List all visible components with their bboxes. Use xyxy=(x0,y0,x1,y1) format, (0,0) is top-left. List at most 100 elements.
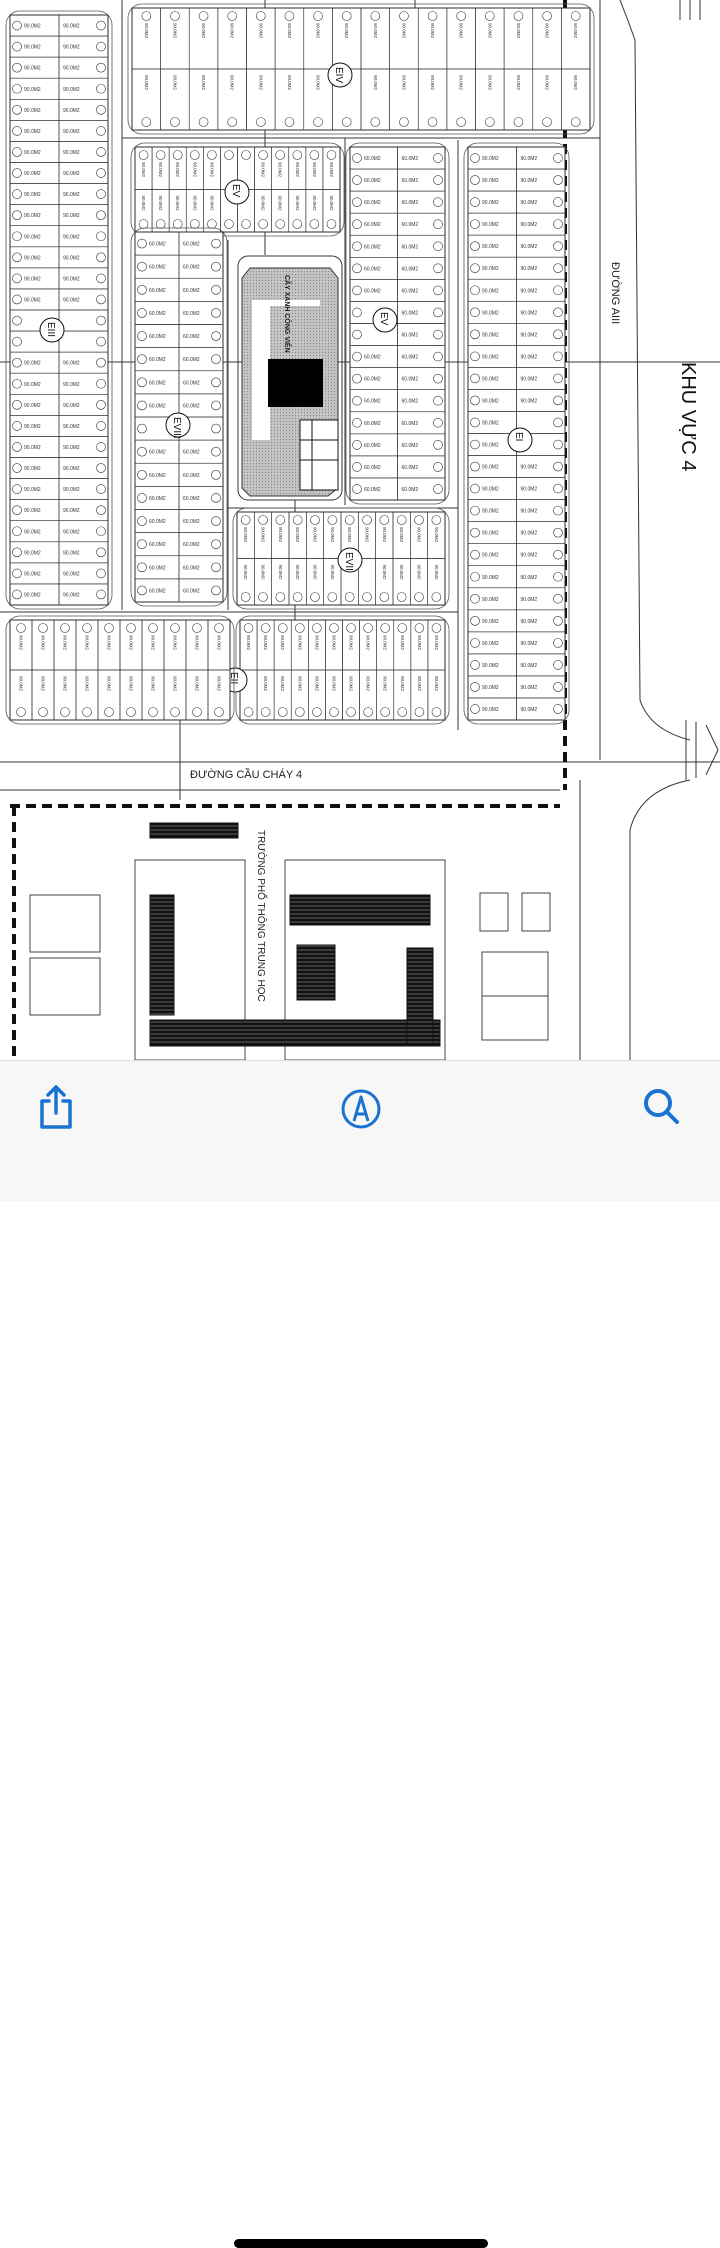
lot[interactable]: 90.0M2 xyxy=(58,583,109,606)
lot[interactable]: 90.0M2 xyxy=(561,68,591,131)
lot[interactable]: 90.0M2 xyxy=(207,669,231,721)
lot-area-label: 90.0M2 xyxy=(482,156,499,162)
lot-area-label: 60.0M2 xyxy=(364,421,381,427)
lot-number-marker xyxy=(470,505,480,516)
home-indicator xyxy=(234,2239,488,2248)
block-eiii[interactable]: 90.0M290.0M290.0M290.0M290.0M290.0M290.0… xyxy=(5,10,113,610)
lot-number-marker xyxy=(553,175,563,185)
lot-area-label: 90.0M2 xyxy=(24,234,41,240)
lot[interactable]: 60.0M2 xyxy=(178,578,224,603)
lot-number-marker xyxy=(96,400,106,410)
lot-area-label: 90.0M2 xyxy=(313,527,318,543)
lot-area-label: 90.0M2 xyxy=(521,288,538,294)
lot-area-label: 90.0M2 xyxy=(430,23,435,39)
lot-area-label: 90.0M2 xyxy=(330,565,335,581)
lot-number-marker xyxy=(470,417,480,428)
lot-number-marker xyxy=(96,568,106,579)
lot-number-marker xyxy=(553,704,563,714)
lot-number-marker xyxy=(137,238,147,249)
lot-area-label: 60.0M2 xyxy=(183,588,200,594)
block-evii[interactable]: 90.0M290.0M290.0M290.0M290.0M290.0M290.0… xyxy=(232,507,450,610)
lot-number-marker xyxy=(16,623,26,633)
lot-area-label: 90.0M2 xyxy=(314,635,319,651)
lot-number-marker xyxy=(148,623,158,633)
lot-area-label: 90.0M2 xyxy=(297,635,302,651)
lot-number-marker xyxy=(12,126,22,136)
lot-number-marker xyxy=(470,285,480,296)
block-evi[interactable]: 90.0M290.0M290.0M290.0M290.0M290.0M290.0… xyxy=(130,142,345,237)
lot[interactable]: 90.0M2 xyxy=(427,558,446,606)
lot-number-marker xyxy=(96,294,106,305)
lot-number-marker xyxy=(370,117,381,127)
lot-area-label: 90.0M2 xyxy=(24,129,41,135)
lot-number-marker xyxy=(227,11,237,21)
lot-number-marker xyxy=(82,707,92,717)
markup-button[interactable] xyxy=(337,1085,385,1133)
share-button[interactable] xyxy=(32,1083,80,1131)
lot-area-label: 60.0M2 xyxy=(183,473,200,479)
school-area[interactable]: TRƯỜNG PHỔ THÔNG TRUNG HỌC xyxy=(29,822,551,1060)
lot-area-label: 90.0M2 xyxy=(24,487,41,493)
lot-number-marker xyxy=(96,336,106,347)
lot-area-label: 90.0M2 xyxy=(313,565,318,581)
site-plan-map[interactable]: 90.0M2 90.0M2 90.0M2 90.0M2 90.0M2 90.0M2 90.0… xyxy=(0,0,720,1060)
block-ev[interactable]: 60.0M260.0M260.0M260.0M260.0M260.0M260.0… xyxy=(345,142,450,505)
lot[interactable]: 90.0M2 xyxy=(516,697,566,721)
lot-number-marker xyxy=(470,263,480,274)
lot-area-label: 90.0M2 xyxy=(344,23,349,39)
lot[interactable]: 60.0M2 xyxy=(397,477,446,501)
lot-number-marker xyxy=(352,440,362,450)
lot-number-marker xyxy=(96,526,106,537)
lot-number-marker xyxy=(352,484,362,494)
lot-area-label: 60.0M2 xyxy=(402,333,419,339)
lot-number-marker xyxy=(211,446,221,457)
lot-number-marker xyxy=(431,592,442,602)
block-eiv[interactable]: 90.0M2 90.0M2 90.0M2 90.0M2 90.0M2 90.0M2 90.0… xyxy=(127,3,595,135)
search-button[interactable] xyxy=(638,1083,686,1131)
lot-number-marker xyxy=(211,539,221,549)
lot-area-label: 90.0M2 xyxy=(243,565,248,581)
lot-number-marker xyxy=(294,623,305,633)
lot-number-marker xyxy=(326,219,337,229)
block-ei[interactable]: 90.0M290.0M290.0M290.0M290.0M290.0M290.0… xyxy=(463,142,570,725)
lot-number-marker xyxy=(141,117,152,127)
lot-area-label: 90.0M2 xyxy=(230,75,235,91)
lot-number-marker xyxy=(310,515,320,525)
block-label-eviii: EVIII xyxy=(165,412,191,439)
lot-area-label: 90.0M2 xyxy=(24,361,41,367)
lot-area-label: 90.0M2 xyxy=(172,75,177,91)
lot[interactable]: 90.0M2 xyxy=(322,189,341,233)
lot[interactable]: 90.0M2 xyxy=(427,669,446,721)
lot-number-marker xyxy=(137,308,147,318)
lot-area-label: 90.0M2 xyxy=(175,162,180,178)
lot-area-label: 60.0M2 xyxy=(149,403,166,409)
lot-number-marker xyxy=(137,493,147,503)
lot-number-marker xyxy=(433,351,443,362)
lot-area-label: 60.0M2 xyxy=(183,288,200,294)
park-block[interactable]: CÂY XANH CÔNG VIÊN xyxy=(237,255,343,501)
lot-area-label: 90.0M2 xyxy=(482,465,499,471)
lot-number-marker xyxy=(96,126,106,136)
lot-number-marker xyxy=(155,219,166,229)
block-eviii[interactable]: 60.0M260.0M260.0M260.0M260.0M260.0M260.0… xyxy=(130,227,228,607)
block-label-ev: EV xyxy=(372,307,398,333)
lot-area-label: 90.0M2 xyxy=(107,635,112,651)
block-south-west[interactable]: 90.0M290.0M290.0M290.0M290.0M290.0M290.0… xyxy=(5,615,235,725)
lot-area-label: 90.0M2 xyxy=(545,23,550,39)
lot-area-label: 60.0M2 xyxy=(402,222,419,228)
lot-area-label: 90.0M2 xyxy=(459,23,464,39)
lot-area-label: 90.0M2 xyxy=(295,565,300,581)
lot-number-marker xyxy=(553,307,563,318)
bottom-toolbar xyxy=(0,1060,720,2248)
lot-number-marker xyxy=(542,11,552,21)
lot-number-marker xyxy=(96,589,106,600)
lot-number-marker xyxy=(542,117,552,127)
lot-number-marker xyxy=(137,331,147,341)
lot-number-marker xyxy=(470,616,480,626)
lot-area-label: 90.0M2 xyxy=(141,162,146,178)
block-label-eiii: EIII xyxy=(39,317,65,343)
lot-number-marker xyxy=(344,515,355,525)
lot-area-label: 60.0M2 xyxy=(183,311,200,317)
lot-area-label: 60.0M2 xyxy=(149,242,166,248)
